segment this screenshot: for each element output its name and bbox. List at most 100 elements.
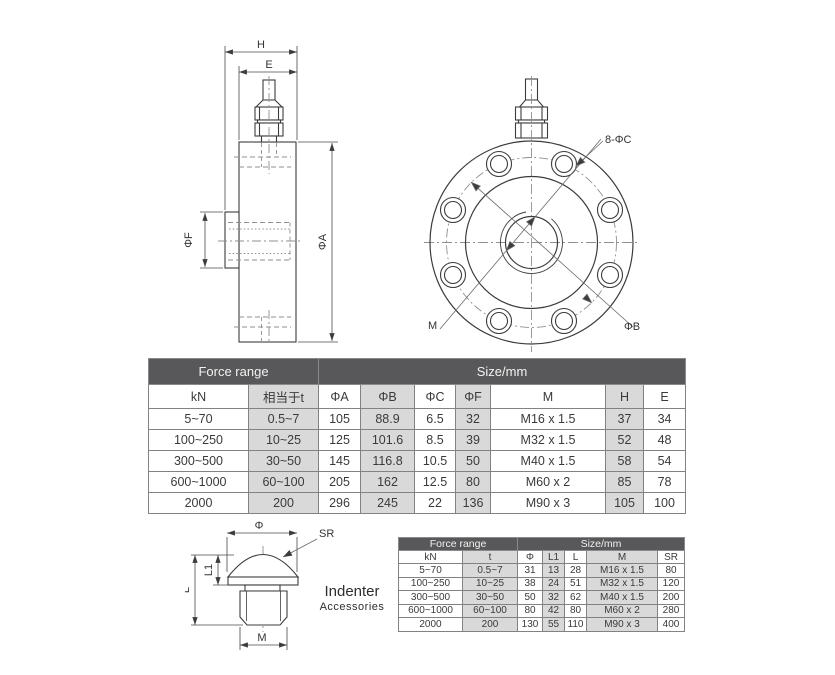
table-group-header: Size/mm (317, 358, 687, 385)
table-cell: M32 x 1.5 (490, 429, 606, 451)
table-cell: 300~500 (148, 450, 249, 472)
table-cell: M60 x 2 (586, 603, 658, 618)
table-column-header: 相当于t (248, 384, 319, 409)
table-cell: 205 (318, 471, 361, 493)
table-cell: 50 (517, 590, 543, 605)
table-cell: 200 (248, 492, 319, 514)
cable-boss-outline (224, 211, 240, 269)
table-cell: 136 (455, 492, 491, 514)
table-cell: 60~100 (462, 603, 518, 618)
table-cell: 110 (564, 617, 587, 632)
table-cell: 28 (564, 563, 587, 578)
table-column-header: SR (656, 550, 686, 564)
table-cell: M60 x 2 (490, 471, 606, 493)
table-cell: M16 x 1.5 (586, 563, 658, 578)
table-cell: 55 (542, 617, 565, 632)
spherical-cap (226, 553, 300, 578)
dimension-lines (200, 46, 338, 343)
table-cell: 50 (455, 450, 491, 472)
table-column-header: L1 (542, 550, 565, 564)
load-cell-side-view-drawing: H E ΦF ΦA (183, 39, 338, 344)
table-column-header: ΦB (360, 384, 415, 409)
table-cell: 600~1000 (148, 471, 249, 493)
label-bolt-holes: 8-ΦC (605, 134, 632, 146)
table-cell: M90 x 3 (586, 617, 658, 632)
dim-label-m: M (257, 632, 266, 644)
dim-label-phi-f: ΦF (183, 232, 195, 248)
table-cell: 24 (542, 576, 565, 591)
table-cell: 400 (656, 617, 686, 632)
bolt-holes (439, 150, 624, 335)
table-group-header: Size/mm (516, 537, 686, 551)
table-cell: 125 (318, 429, 361, 451)
table-cell: M90 x 3 (490, 492, 606, 514)
threaded-stem (239, 590, 288, 626)
table-column-header: kN (148, 384, 249, 409)
table-cell: 300~500 (398, 590, 463, 605)
table-cell: 88.9 (360, 408, 415, 430)
bolt-circle (446, 157, 617, 328)
table-cell: 130 (517, 617, 543, 632)
table-cell: 0.5~7 (248, 408, 319, 430)
table-group-header: Force range (148, 358, 319, 385)
table-cell: 0.5~7 (462, 563, 518, 578)
cell-body-outline (238, 141, 297, 343)
table-cell: M40 x 1.5 (490, 450, 606, 472)
table-cell: 37 (605, 408, 644, 430)
table-cell: 5~70 (398, 563, 463, 578)
table-cell: 60~100 (248, 471, 319, 493)
table-cell: 80 (564, 603, 587, 618)
dim-label-phi: Φ (255, 520, 264, 532)
table-cell: 42 (542, 603, 565, 618)
table-cell: 600~1000 (398, 603, 463, 618)
table-cell: 34 (642, 408, 687, 430)
table-cell: 200 (656, 590, 686, 605)
table-cell: 80 (656, 563, 686, 578)
load-cell-front-view-drawing: 8-ΦC M ΦB (424, 76, 640, 352)
indenter-outline (226, 553, 300, 626)
thread-arc (500, 211, 563, 274)
table-cell: 54 (642, 450, 687, 472)
table-cell: 6.5 (414, 408, 456, 430)
dim-label-l: L (185, 587, 192, 593)
label-thread: M (428, 320, 437, 332)
table-cell: 2000 (148, 492, 249, 514)
table-column-header: H (605, 384, 644, 409)
table-cell: 162 (360, 471, 415, 493)
table-cell: 245 (360, 492, 415, 514)
center-lines (424, 76, 640, 352)
table-cell: 39 (455, 429, 491, 451)
table-column-header: ΦC (414, 384, 456, 409)
table-cell: 31 (517, 563, 543, 578)
table-cell: 116.8 (360, 450, 415, 472)
table-column-header: L (564, 550, 587, 564)
table-cell: 10~25 (248, 429, 319, 451)
table-cell: M40 x 1.5 (586, 590, 658, 605)
indenter-caption-subtitle: Accessories (319, 601, 385, 613)
table-cell: 32 (542, 590, 565, 605)
dim-label-e: E (265, 59, 272, 71)
table-cell: 101.6 (360, 429, 415, 451)
table-cell: 2000 (398, 617, 463, 632)
table-cell: 100 (642, 492, 687, 514)
table-cell: 30~50 (248, 450, 319, 472)
table-column-header: M (586, 550, 658, 564)
table-cell: 30~50 (462, 590, 518, 605)
table-column-header: E (642, 384, 687, 409)
table-cell: 100~250 (148, 429, 249, 451)
table-column-header: Φ (517, 550, 543, 564)
table-cell: 85 (605, 471, 644, 493)
hidden-lines (218, 76, 301, 344)
table-cell: 22 (414, 492, 456, 514)
table-cell: 48 (642, 429, 687, 451)
